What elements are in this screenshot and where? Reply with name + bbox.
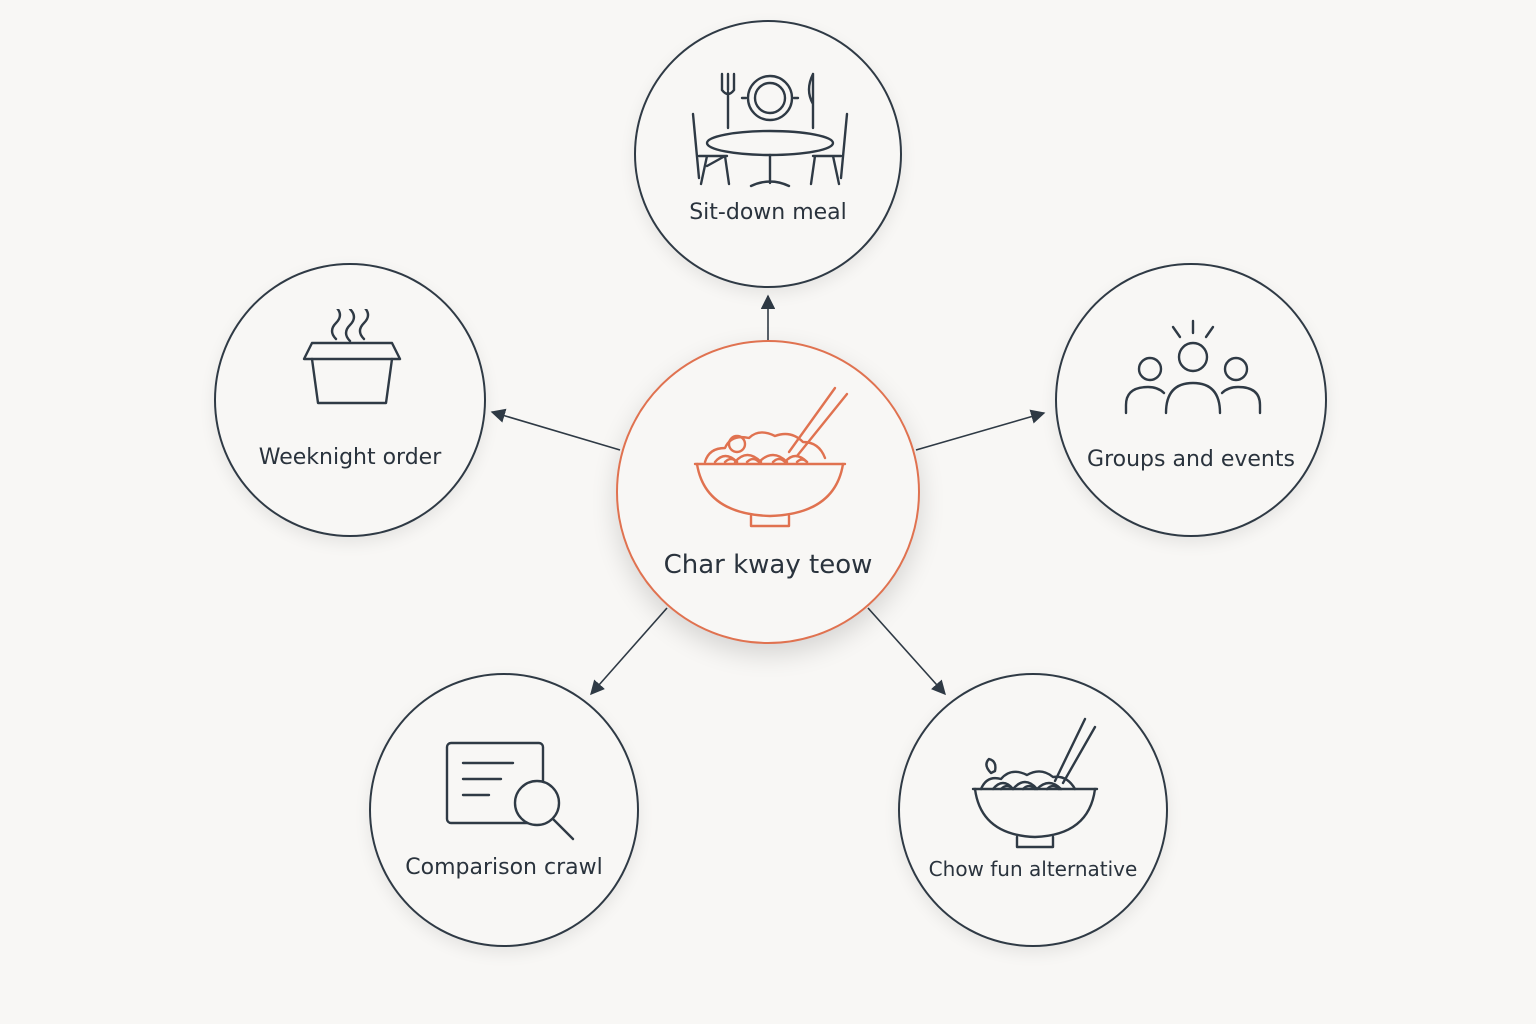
node-weeknight-order[interactable]: Weeknight order — [214, 263, 486, 537]
node-chow-fun-alternative[interactable]: Chow fun alternative — [898, 673, 1168, 947]
arrow-to-comparison — [590, 607, 668, 696]
place-setting-table-icon — [691, 72, 849, 188]
central-label: Char kway teow — [663, 550, 873, 580]
node-label: Chow fun alternative — [928, 857, 1138, 881]
node-label: Groups and events — [1087, 447, 1295, 472]
node-label: Weeknight order — [258, 445, 442, 470]
noodle-bowl-chopsticks-icon — [693, 386, 849, 528]
group-people-icon — [1124, 319, 1262, 415]
node-comparison-crawl[interactable]: Comparison crawl — [369, 673, 639, 947]
arrow-to-groups — [915, 409, 1046, 451]
node-sit-down-meal[interactable]: Sit-down meal — [634, 20, 902, 288]
takeout-container-icon — [302, 309, 402, 405]
arrow-to-weeknight — [490, 408, 621, 451]
node-groups-and-events[interactable]: Groups and events — [1055, 263, 1327, 537]
node-label: Sit-down meal — [689, 200, 847, 225]
arrow-to-chow-fun — [867, 607, 946, 696]
document-search-icon — [445, 741, 575, 841]
noodle-bowl-icon — [971, 717, 1099, 849]
node-label: Comparison crawl — [405, 855, 603, 880]
central-node-char-kway-teow[interactable]: Char kway teow — [616, 340, 920, 644]
